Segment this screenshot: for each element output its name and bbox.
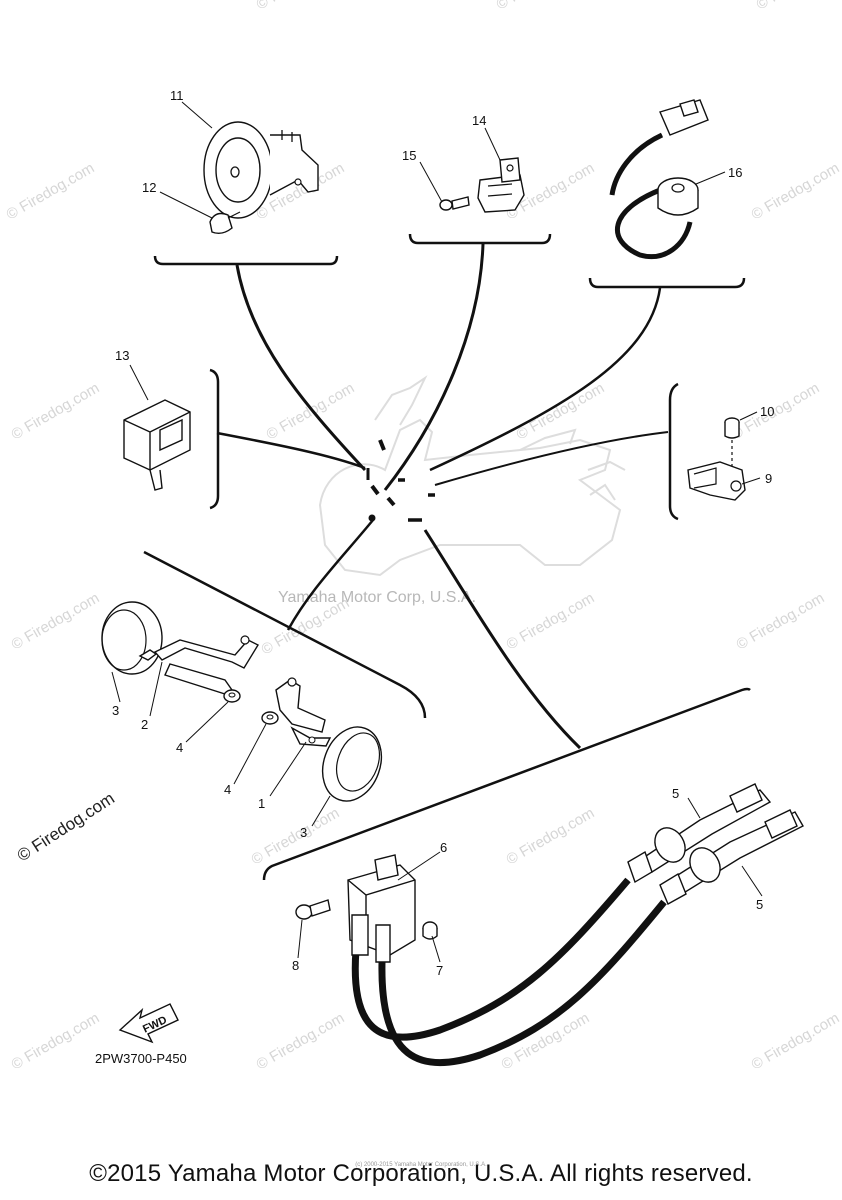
callout-leaders: [111, 101, 763, 963]
bolt-part-10: [724, 417, 740, 470]
plug-cap-part-5-upper: [627, 783, 772, 884]
bolt-part-12: [209, 211, 241, 235]
watermark: © Firedog.com: [249, 804, 343, 868]
fine-print: (c) 2000-2015 Yamaha Motor Corporation, …: [355, 1162, 487, 1168]
watermark: © Firedog.com: [254, 0, 348, 13]
bracket-part-1: [275, 677, 332, 747]
group-frames: [143, 233, 751, 881]
callout-7: 7: [436, 963, 443, 978]
watermark: © Firedog.com: [254, 1009, 348, 1073]
callout-1: 1: [258, 796, 265, 811]
callout-4-upper: 4: [176, 740, 183, 755]
nut-part-4-upper: [223, 689, 241, 703]
callout-3-right: 3: [300, 825, 307, 840]
callout-5-lower: 5: [756, 897, 763, 912]
callout-14: 14: [472, 113, 486, 128]
watermark: © Firedog.com: [504, 804, 598, 868]
callout-6: 6: [440, 840, 447, 855]
callout-10: 10: [760, 404, 774, 419]
reflector-part-3-left: [101, 601, 163, 675]
bracket-part-2: [138, 635, 259, 695]
reflector-part-3-right: [321, 726, 383, 802]
watermark: © Firedog.com: [4, 159, 98, 223]
watermark: © Firedog.com: [9, 379, 103, 443]
callout-9: 9: [765, 471, 772, 486]
switch-part-16: [609, 99, 709, 259]
watermark: © Firedog.com: [749, 1009, 842, 1073]
fwd-arrow: FWD: [118, 1003, 179, 1044]
watermark: © Firedog.com: [729, 379, 823, 443]
copyright-notice: ©2015 Yamaha Motor Corporation, U.S.A. A…: [89, 1160, 753, 1187]
sensor-part-9: [687, 461, 746, 501]
watermark: © Firedog.com: [749, 159, 842, 223]
leader-lines: [216, 243, 669, 750]
horn-part-11: [203, 121, 319, 219]
callout-labels: 11 12 14 15 16 13 10 9 3 2 4 4 1 3 5 5 6…: [112, 88, 774, 978]
callout-11: 11: [170, 88, 184, 103]
callout-15: 15: [402, 148, 416, 163]
nut-part-7: [422, 921, 438, 940]
watermark: © Firedog.com: [754, 0, 842, 13]
nut-part-4-lower: [261, 711, 279, 725]
watermark-layer: © Firedog.com © Firedog.com © Firedog.co…: [4, 0, 842, 1073]
watermark: © Firedog.com: [504, 589, 598, 653]
screw-part-15: [439, 196, 470, 211]
watermark-dark: © Firedog.com: [14, 789, 118, 866]
coil-leads: [351, 877, 667, 1067]
watermark: © Firedog.com: [264, 379, 358, 443]
callout-4-lower: 4: [224, 782, 231, 797]
motorcycle-silhouette: Yamaha Motor Corp, U.S.A.: [278, 375, 626, 606]
callout-5-upper: 5: [672, 786, 679, 801]
relay-part-13: [123, 399, 191, 491]
callout-3-left: 3: [112, 703, 119, 718]
callout-8: 8: [292, 958, 299, 973]
watermark: © Firedog.com: [494, 0, 588, 13]
diagram-code: 2PW3700-P450: [95, 1051, 187, 1066]
bolt-part-8: [295, 899, 331, 920]
callout-16: 16: [728, 165, 742, 180]
callout-12: 12: [142, 180, 156, 195]
sensor-part-14: [477, 157, 525, 213]
ignition-coil-part-6: [347, 854, 416, 963]
corp-watermark: Yamaha Motor Corp, U.S.A.: [278, 589, 476, 606]
watermark: © Firedog.com: [734, 589, 828, 653]
watermark: © Firedog.com: [9, 589, 103, 653]
callout-2: 2: [141, 717, 148, 732]
plug-cap-part-5-lower: [659, 809, 804, 905]
callout-13: 13: [115, 348, 129, 363]
watermark: © Firedog.com: [9, 1009, 103, 1073]
